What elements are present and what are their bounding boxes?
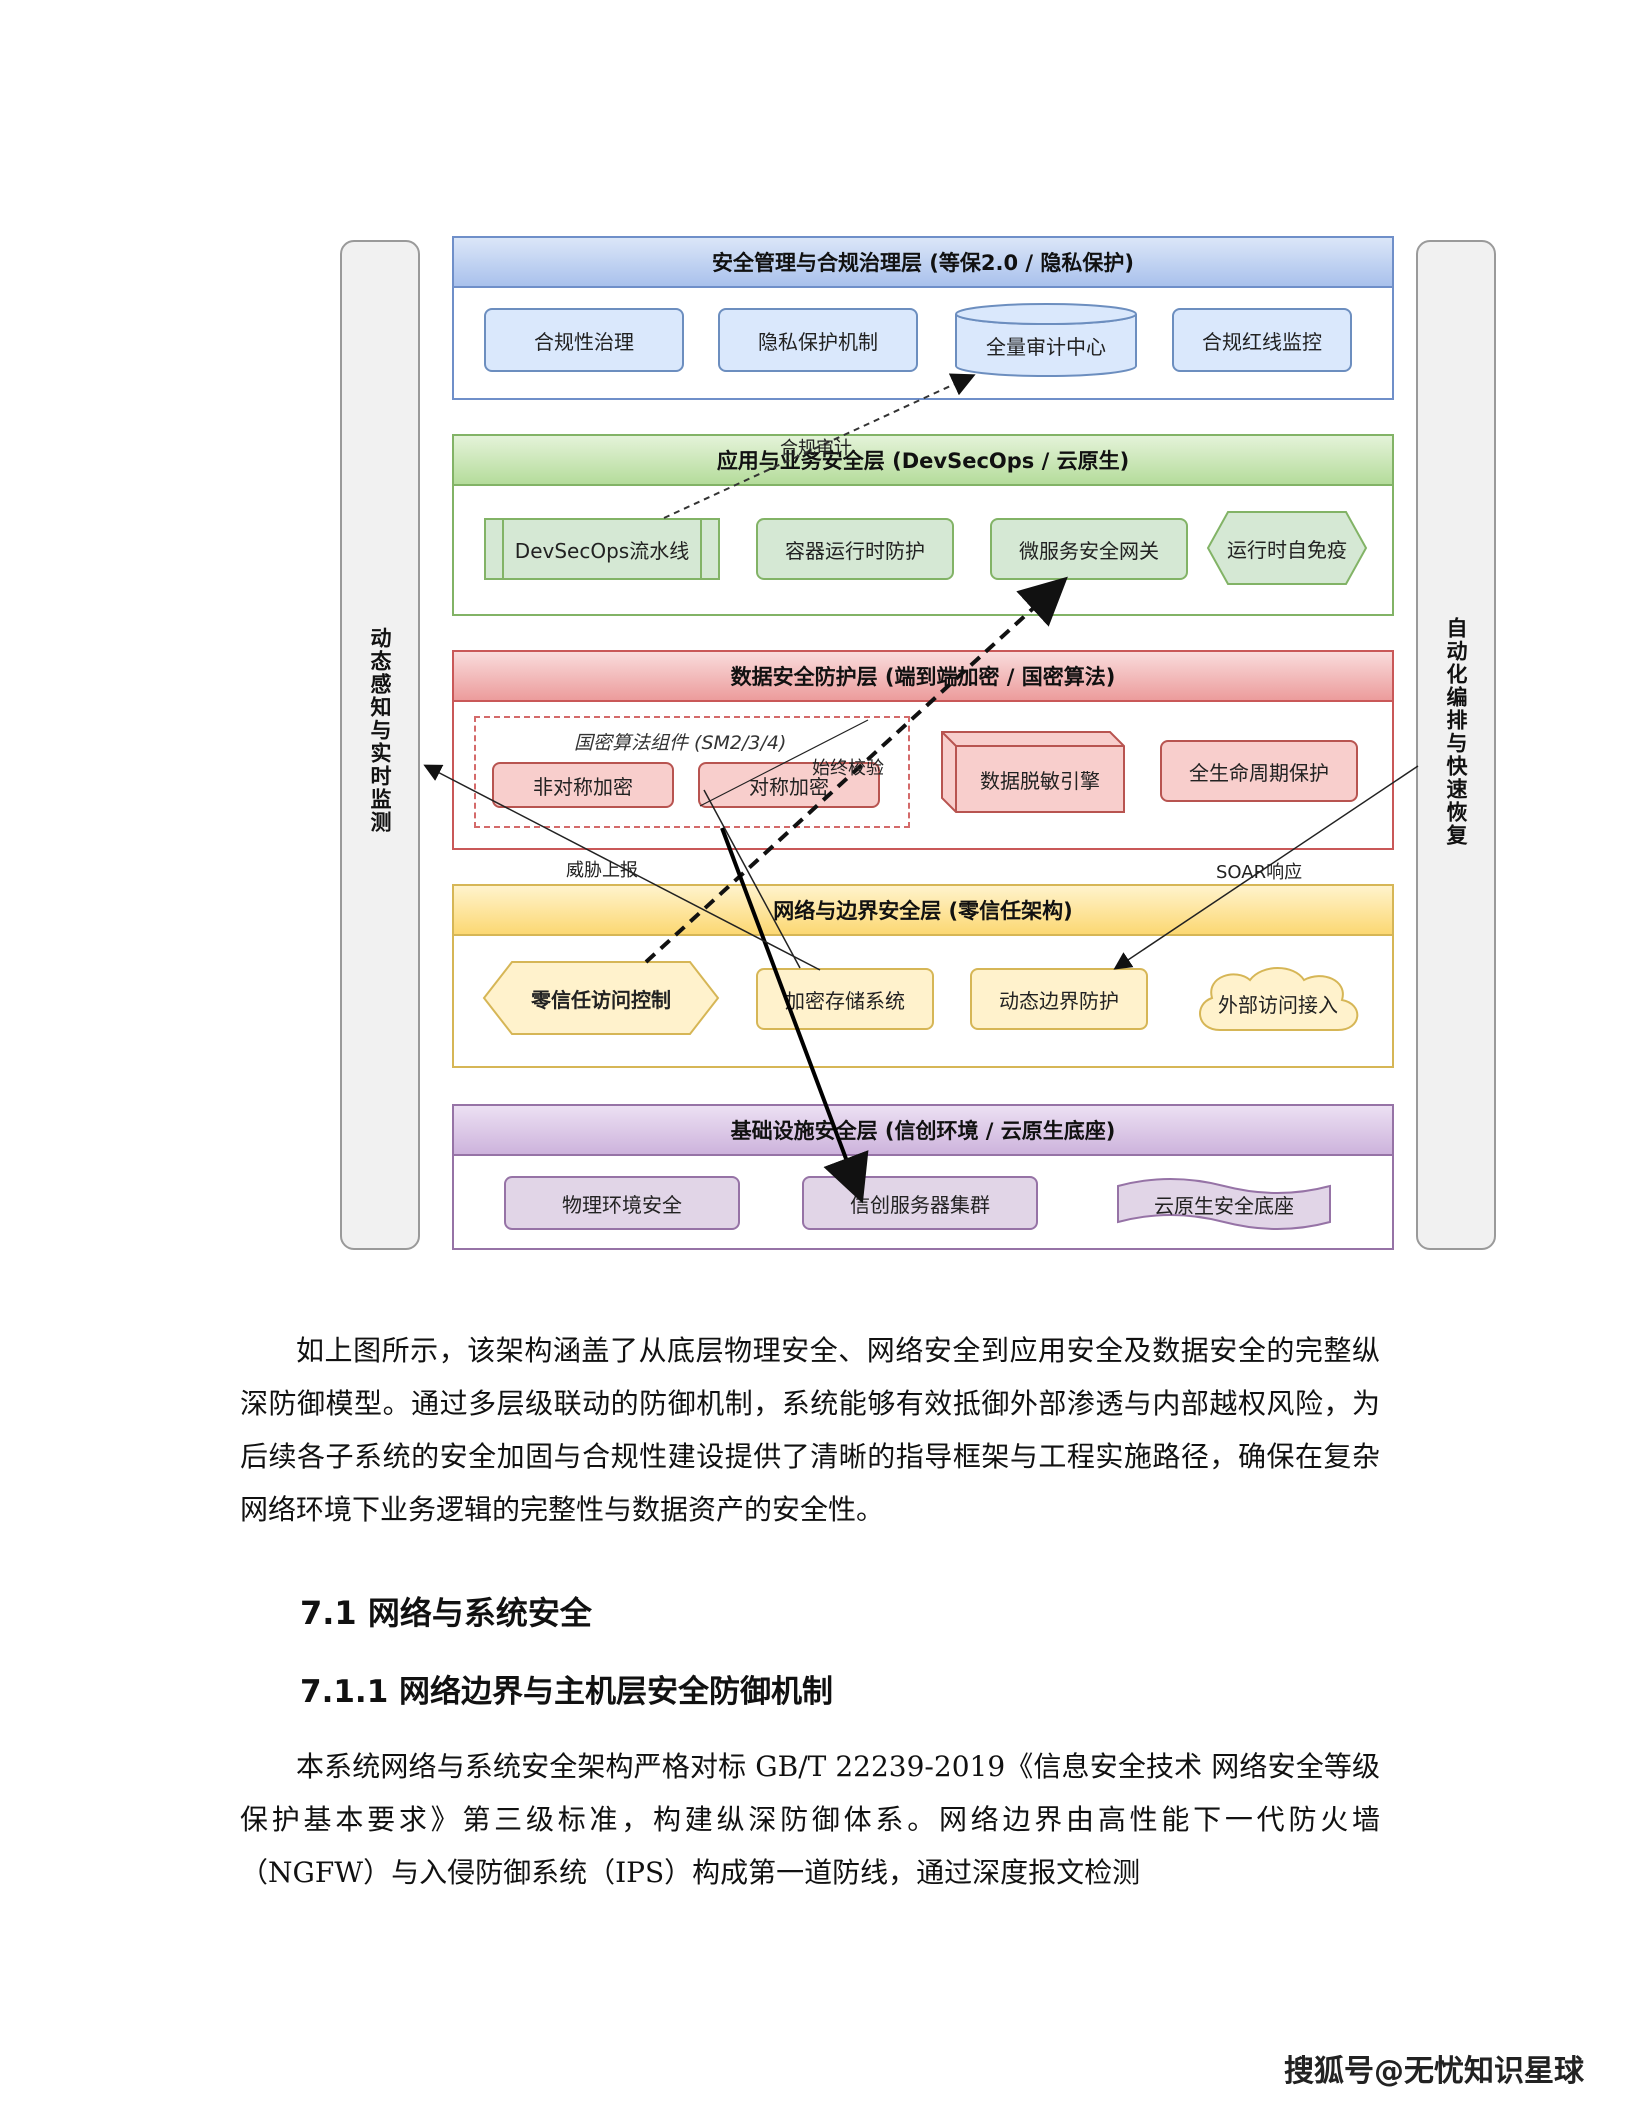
tape-shape-icon [1117,1178,1331,1230]
architecture-diagram: 动态感知与实时监测 自动化编排与快速恢复 安全管理与合规治理层 (等保2.0 /… [340,236,1496,1250]
data-layer-title: 数据安全防护层 (端到端加密 / 国密算法) [454,652,1392,702]
microservice-gateway-node: 微服务安全网关 [990,518,1188,580]
intro-paragraph: 如上图所示，该架构涵盖了从底层物理安全、网络安全到应用安全及数据安全的完整纵深防… [240,1334,1380,1526]
desensitization-engine-node: 数据脱敏引擎 [940,730,1126,814]
devsecops-pipeline-node: DevSecOps流水线 [484,518,720,580]
cloud-native-base-node: 云原生安全底座 [1116,1176,1332,1232]
section-heading-7-1-1: 7.1.1 网络边界与主机层安全防御机制 [300,1674,834,1710]
physical-environment-node: 物理环境安全 [504,1176,740,1230]
soar-response-label: SOAR响应 [1216,862,1303,883]
database-cylinder-icon [955,303,1137,377]
xinchuang-server-node: 信创服务器集群 [802,1176,1038,1230]
security-paragraph: 本系统网络与系统安全架构严格对标 GB/T 22239-2019《信息安全技术 … [240,1750,1380,1889]
end-to-end-check-label: 始终校验 [812,758,884,779]
external-access-label: 外部访问接入 [1218,992,1338,1017]
runtime-immunity-node: 运行时自免疫 [1206,510,1368,586]
encrypted-storage-node: 加密存储系统 [756,968,934,1030]
dynamic-boundary-node: 动态边界防护 [970,968,1148,1030]
container-runtime-node: 容器运行时防护 [756,518,954,580]
application-layer-title: 应用与业务安全层 (DevSecOps / 云原生) [454,436,1392,486]
cloud-native-base-label: 云原生安全底座 [1154,1193,1294,1218]
sm-algorithm-group-title: 国密算法组件 (SM2/3/4) [574,732,787,754]
management-layer-title: 安全管理与合规治理层 (等保2.0 / 隐私保护) [454,238,1392,288]
zero-trust-node: 零信任访问控制 [482,960,720,1036]
right-orchestration-column: 自动化编排与快速恢复 [1416,240,1496,1250]
privacy-protection-node: 隐私保护机制 [718,308,918,372]
network-layer-title: 网络与边界安全层 (零信任架构) [454,886,1392,936]
compliance-redline-node: 合规红线监控 [1172,308,1352,372]
threat-report-label: 威胁上报 [566,860,638,881]
infrastructure-layer-title: 基础设施安全层 (信创环境 / 云原生底座) [454,1106,1392,1156]
external-access-node: 外部访问接入 [1190,964,1366,1036]
asymmetric-encryption-node: 非对称加密 [492,762,674,808]
compliance-governance-node: 合规性治理 [484,308,684,372]
pipeline-right-bar [700,520,702,578]
audit-center-label: 全量审计中心 [986,334,1106,359]
footer-watermark-text: 搜狐号@无忧知识星球 [1284,2054,1584,2089]
left-column-label: 动态感知与实时监测 [368,627,392,834]
hexagon-shape-icon [1206,511,1368,585]
left-monitoring-column: 动态感知与实时监测 [340,240,420,1250]
compliance-audit-label: 合规审计 [780,438,852,459]
section-heading-7-1: 7.1 网络与系统安全 [300,1594,592,1632]
pipeline-left-bar [502,520,504,578]
lifecycle-protection-node: 全生命周期保护 [1160,740,1358,802]
devsecops-pipeline-label: DevSecOps流水线 [514,538,690,563]
audit-center-node: 全量审计中心 [954,302,1138,378]
zero-trust-label: 零信任访问控制 [531,987,671,1012]
right-column-label: 自动化编排与快速恢复 [1444,617,1468,847]
runtime-immunity-label: 运行时自免疫 [1227,537,1347,562]
desensitization-engine-label: 数据脱敏引擎 [980,768,1100,793]
